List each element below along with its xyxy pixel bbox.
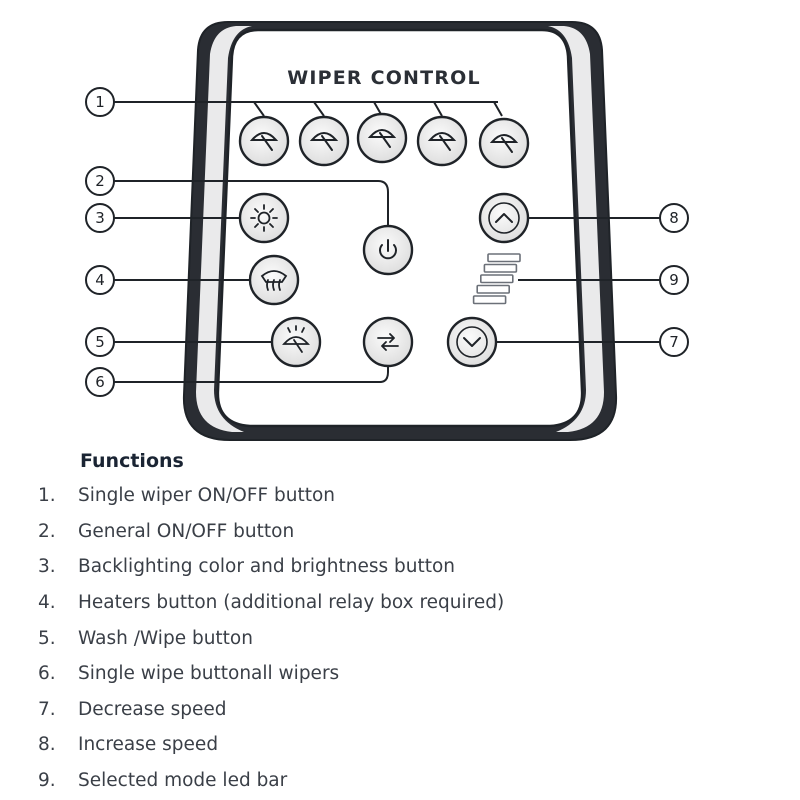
led-segment bbox=[472, 295, 507, 305]
callout-2: 2 bbox=[85, 166, 115, 196]
led-segment bbox=[487, 253, 521, 263]
wash-wipe-icon bbox=[282, 325, 310, 353]
callout-number: 8 bbox=[669, 209, 679, 227]
heater-button[interactable] bbox=[248, 254, 300, 306]
wiper-button-5[interactable] bbox=[478, 117, 530, 169]
wiper-control-diagram: WIPER CONTROL bbox=[85, 21, 689, 441]
callout-number: 6 bbox=[95, 373, 105, 391]
callout-9: 9 bbox=[659, 265, 689, 295]
chevron-down-icon bbox=[463, 337, 481, 347]
wiper-icon bbox=[489, 134, 519, 153]
callout-5: 5 bbox=[85, 327, 115, 357]
list-item: 5. Wash /Wipe button bbox=[38, 620, 778, 656]
power-icon bbox=[379, 239, 397, 260]
callout-number: 7 bbox=[669, 333, 679, 351]
item-text: Increase speed bbox=[78, 734, 219, 756]
single-wipe-button[interactable] bbox=[362, 316, 414, 368]
backlight-button[interactable] bbox=[238, 192, 290, 244]
increase-speed-button[interactable] bbox=[478, 192, 530, 244]
item-number: 2. bbox=[38, 520, 56, 542]
callout-number: 9 bbox=[669, 271, 679, 289]
item-text: General ON/OFF button bbox=[78, 520, 295, 542]
wiper-button-1[interactable] bbox=[238, 115, 290, 167]
callout-number: 5 bbox=[95, 333, 105, 351]
panel-left-bezel bbox=[196, 26, 252, 432]
callout-7: 7 bbox=[659, 327, 689, 357]
wiper-button-4[interactable] bbox=[416, 115, 468, 167]
item-text: Backlighting color and brightness button bbox=[78, 556, 456, 578]
wiper-button-2[interactable] bbox=[298, 115, 350, 167]
item-text: Single wipe buttonall wipers bbox=[78, 663, 340, 685]
item-number: 5. bbox=[38, 627, 56, 649]
leader-lines bbox=[114, 101, 660, 383]
item-text: Heaters button (additional relay box req… bbox=[78, 592, 505, 614]
led-segment bbox=[476, 284, 511, 294]
leader-line-2 bbox=[114, 180, 389, 226]
callouts: 1 2 3 4 5 6 7 8 bbox=[85, 87, 689, 397]
functions-heading: Functions bbox=[80, 450, 184, 472]
callout-number: 4 bbox=[95, 271, 105, 289]
item-number: 9. bbox=[38, 770, 56, 792]
callout-1: 1 bbox=[85, 87, 115, 117]
item-number: 1. bbox=[38, 485, 56, 507]
callout-8: 8 bbox=[659, 203, 689, 233]
wiper-button-3[interactable] bbox=[356, 112, 408, 164]
leader-line-1 bbox=[114, 101, 503, 117]
wiper-icon bbox=[427, 132, 457, 151]
wiper-icon bbox=[309, 132, 339, 151]
list-item: 4. Heaters button (additional relay box r… bbox=[38, 585, 778, 621]
power-button[interactable] bbox=[362, 224, 414, 276]
wiper-icon bbox=[367, 129, 397, 148]
single-wipe-icon bbox=[377, 333, 399, 351]
callout-6: 6 bbox=[85, 367, 115, 397]
item-number: 4. bbox=[38, 592, 56, 614]
panel-right-bezel bbox=[548, 26, 604, 432]
single-wiper-buttons bbox=[238, 112, 530, 169]
item-number: 3. bbox=[38, 556, 56, 578]
sun-icon bbox=[250, 204, 278, 232]
item-number: 6. bbox=[38, 663, 56, 685]
list-item: 9. Selected mode led bar bbox=[38, 763, 778, 799]
decrease-speed-button[interactable] bbox=[446, 316, 498, 368]
callout-4: 4 bbox=[85, 265, 115, 295]
item-number: 7. bbox=[38, 698, 56, 720]
functions-list: 1. Single wiper ON/OFF button 2. General O… bbox=[38, 478, 778, 798]
chevron-up-icon bbox=[495, 213, 513, 223]
item-text: Decrease speed bbox=[78, 698, 227, 720]
heater-icon bbox=[260, 270, 288, 291]
item-number: 8. bbox=[38, 734, 56, 756]
list-item: 1. Single wiper ON/OFF button bbox=[38, 478, 778, 514]
list-item: 6. Single wipe buttonall wipers bbox=[38, 656, 778, 692]
leader-line-6 bbox=[114, 364, 389, 383]
wash-wipe-button[interactable] bbox=[270, 316, 322, 368]
list-item: 8. Increase speed bbox=[38, 727, 778, 763]
callout-number: 1 bbox=[95, 93, 105, 111]
wiper-icon bbox=[249, 132, 279, 151]
list-item: 3. Backlighting color and brightness butt… bbox=[38, 549, 778, 585]
panel-title: WIPER CONTROL bbox=[287, 67, 481, 89]
item-text: Single wiper ON/OFF button bbox=[78, 485, 336, 507]
functions-legend: Functions 1. Single wiper ON/OFF button 2… bbox=[38, 450, 778, 798]
callout-number: 2 bbox=[95, 172, 105, 190]
list-item: 2. General ON/OFF button bbox=[38, 514, 778, 550]
callout-3: 3 bbox=[85, 203, 115, 233]
callout-number: 3 bbox=[95, 209, 105, 227]
led-segment bbox=[483, 263, 518, 273]
led-bar bbox=[472, 253, 521, 305]
item-text: Selected mode led bar bbox=[78, 770, 288, 792]
item-text: Wash /Wipe button bbox=[78, 627, 253, 649]
led-segment bbox=[479, 274, 514, 284]
list-item: 7. Decrease speed bbox=[38, 692, 778, 728]
